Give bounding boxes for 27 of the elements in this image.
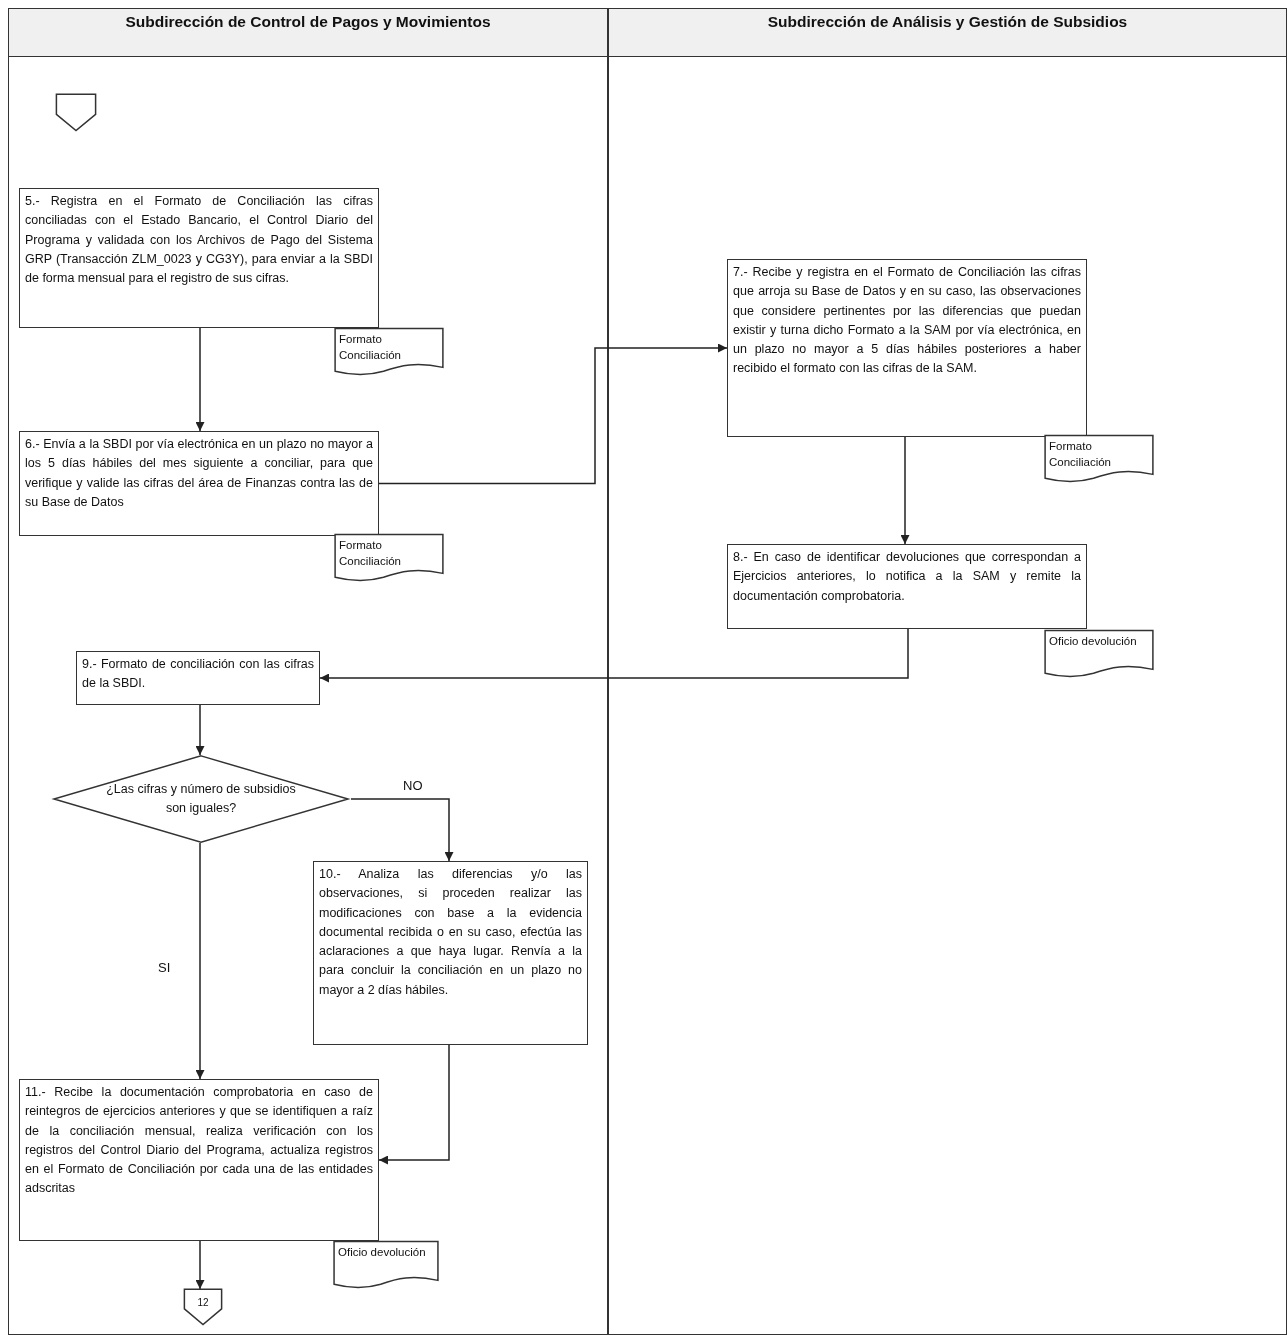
document-shape: Formato Conciliación — [1044, 435, 1154, 483]
process-box: 10.- Analiza las diferencias y/o las observaciones, si proceden realizar las modificaciones con base a la evidencia documental recibida o en su caso, efectúa las aclaraciones a que haya lugar. Renvía a la para concluir la conciliación en un plazo no mayor a 2 días hábiles. — [313, 861, 588, 1045]
process-box: 11.- Recibe la documentación comprobatoria en caso de reintegros de ejercicios anteriores y que se identifiquen a raíz de la conciliación mensual, realiza verificación con los registros del Control Diario del Programa, actualiza registros en el Formato de Conciliación por cada una de las entidades adscritas — [19, 1079, 379, 1241]
arrow — [900, 436, 910, 545]
document-shape: Formato Conciliación — [334, 534, 444, 582]
lane-title: Subdirección de Control de Pagos y Movimientos — [124, 13, 492, 30]
decision-diamond: ¿Las cifras y número de subsidios son iguales? — [51, 755, 351, 843]
offpage-connector — [56, 94, 96, 131]
arrow — [195, 327, 205, 432]
process-box: 5.- Registra en el Formato de Conciliación las cifras conciliadas con el Estado Bancario, el Control Diario del Programa y validada con los Archivos de Pago del Sistema GRP (Transacción ZLM_0023 y CG3Y), para enviar a la SBDI de forma mensual para el registro de sus cifras. — [19, 188, 379, 328]
process-box: 7.- Recibe y registra en el Formato de Conciliación las cifras que arroja su Base de Datos y en su caso, las observaciones que considere pertinentes por las diferencias que puedan existir y turna dicho Formato a la SAM por vía electrónica, en un plazo no mayor a 5 días hábiles posteriores a haber recibido el formato con las cifras de la SAM. — [727, 259, 1087, 437]
arrow — [350, 798, 454, 862]
arrow — [195, 704, 205, 756]
arrow — [319, 628, 909, 683]
lane-title: Subdirección de Análisis y Gestión de Subsidios — [766, 13, 1129, 30]
process-box: 6.- Envía a la SBDI por vía electrónica en un plazo no mayor a los 5 días hábiles del mes siguiente a conciliar, para que verifique y valide las cifras del área de Finanzas contra las de su Base de Datos — [19, 431, 379, 536]
arrow — [195, 1240, 205, 1290]
offpage-connector: 12 — [184, 1289, 222, 1325]
process-box: 9.- Formato de conciliación con las cifras de la SBDI. — [76, 651, 320, 705]
document-shape: Oficio devolución — [333, 1241, 439, 1289]
arrow — [195, 842, 205, 1080]
document-shape: Formato Conciliación — [334, 328, 444, 376]
document-shape: Oficio devolución — [1044, 630, 1154, 678]
swimlane — [8, 8, 608, 1335]
swimlane — [608, 8, 1287, 1335]
arrow — [378, 343, 728, 485]
arrow — [378, 1044, 450, 1165]
